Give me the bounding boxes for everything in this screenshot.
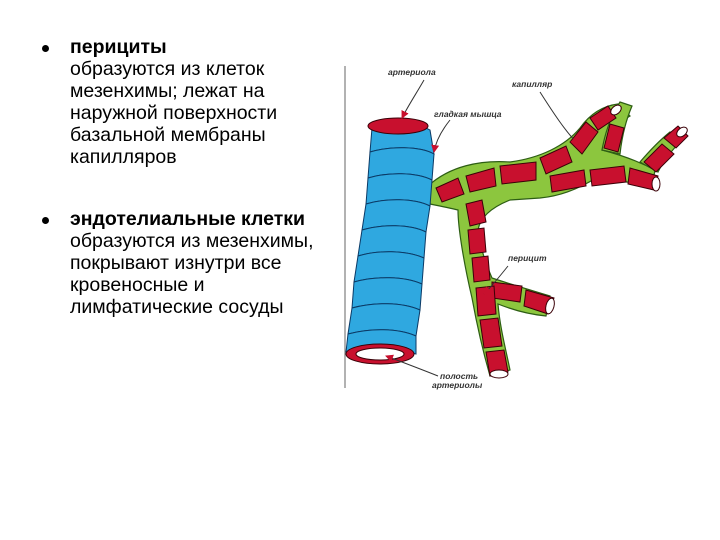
bullet-endothelial: эндотелиальные клетки образуются из мезе… [42,208,332,318]
bullet-dot [42,45,49,52]
arrow-lumen [385,354,439,377]
label-pericyte: перицит [508,253,547,263]
label-arteriole: артериола [388,67,436,77]
smooth-muscle-rings [345,123,435,355]
arrow-arteriole [401,79,425,119]
bullet-list: перициты образуются из клеток мезенхимы;… [42,36,332,318]
arteriole-lumen [355,347,405,361]
arteriole-top-wall [367,117,429,135]
bullet-term: эндотелиальные клетки [70,208,306,230]
bullet-dot [42,217,49,224]
label-smooth-muscle: гладкая мышца [434,109,502,119]
label-arrows [385,79,579,377]
label-capillary: капилляр [512,79,553,89]
capillary-openings [489,104,688,379]
label-lumen-line1: полость [440,371,479,381]
arrow-capillary [539,91,579,145]
bullet-text: образуются из клеток мезенхимы; лежат на… [70,58,278,168]
arteriole [345,117,435,365]
vessel-illustration [344,66,689,388]
pericyte-sheath [427,101,683,377]
bullet-term: перициты [70,36,167,58]
capillary-network [435,105,689,377]
arrow-smooth-muscle [431,119,451,153]
vessel-diagram: артериола гладкая мышца капилляр перицит… [340,58,700,398]
label-lumen-line2: артериолы [432,380,483,390]
arrow-pericyte [483,265,509,295]
bullet-text: образуются из мезенхимы, покрывают изнут… [70,230,314,318]
bullet-pericytes: перициты образуются из клеток мезенхимы;… [42,36,332,168]
